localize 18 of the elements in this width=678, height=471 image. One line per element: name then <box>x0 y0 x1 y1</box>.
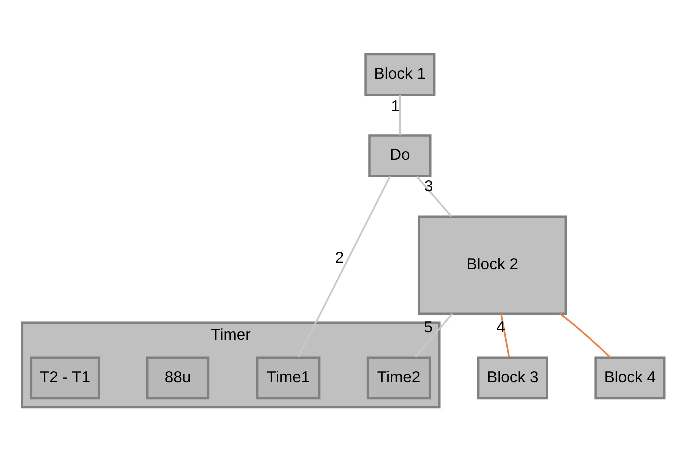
node-box: Block 1 <box>364 53 436 96</box>
connector <box>298 176 392 358</box>
node-box: Block 2 <box>418 216 568 315</box>
node-box: 88u <box>146 356 210 400</box>
edge-label: 5 <box>424 320 433 337</box>
node-box: Do <box>368 134 432 178</box>
node-box: Time1 <box>256 356 321 400</box>
connector <box>399 95 402 136</box>
edge-label: 2 <box>335 250 344 267</box>
connector <box>416 176 452 218</box>
node-box: Block 3 <box>477 356 548 400</box>
node-box: Block 4 <box>594 356 666 400</box>
connector <box>560 313 612 358</box>
connector <box>415 313 454 358</box>
node-box: T2 - T1 <box>30 356 100 400</box>
edge-label: 3 <box>424 178 434 196</box>
node-box: Time2 <box>366 356 432 400</box>
edge-label: 1 <box>391 98 400 116</box>
